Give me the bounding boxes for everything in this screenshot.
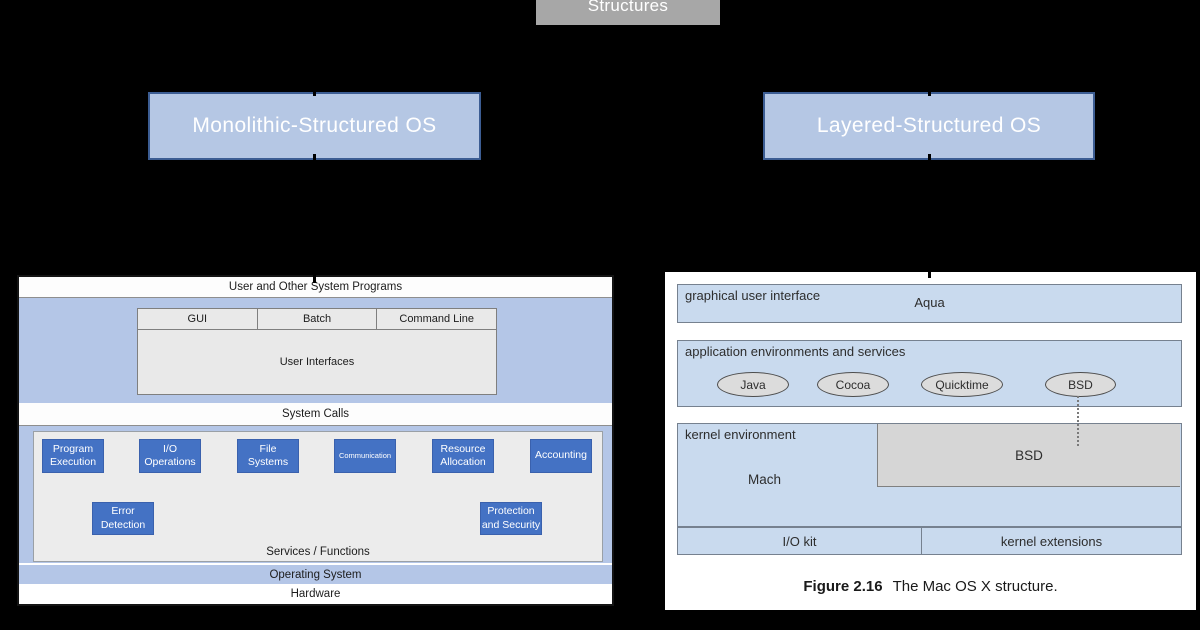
- monolithic-os-diagram: User and Other System Programs GUI Batch…: [17, 275, 614, 606]
- gui-layer-label: graphical user interface: [685, 288, 821, 303]
- structures-title-label: Structures: [587, 0, 669, 15]
- interface-layer-row: GUI Batch Command Line User Interfaces: [19, 298, 612, 403]
- bsd-kernel-box: BSD: [877, 424, 1180, 487]
- connector-structures-down: [626, 25, 629, 59]
- interface-cell-command-line: Command Line: [376, 309, 496, 329]
- user-interfaces-box: GUI Batch Command Line User Interfaces: [137, 308, 497, 395]
- kernel-environment-box: kernel environment Mach BSD: [677, 423, 1182, 527]
- kernel-bottom-row: I/O kit kernel extensions: [677, 527, 1182, 555]
- layered-structured-os-label: Layered-Structured OS: [816, 114, 1042, 137]
- io-kit-cell: I/O kit: [782, 533, 817, 549]
- figure-caption-text: The Mac OS X structure.: [892, 578, 1058, 595]
- service-error-detection: Error Detection: [92, 502, 154, 535]
- monolithic-structured-os-label: Monolithic-Structured OS: [192, 114, 437, 137]
- service-file-systems: File Systems: [237, 439, 299, 473]
- connector-horizontal: [313, 58, 930, 61]
- service-io-operations: I/O Operations: [139, 439, 201, 473]
- interface-cell-batch: Batch: [256, 309, 377, 329]
- hardware-label: Hardware: [290, 588, 341, 600]
- aqua-label: Aqua: [914, 295, 945, 310]
- services-box: Program Execution I/O Operations File Sy…: [33, 431, 603, 562]
- quicktime-ellipse: Quicktime: [921, 372, 1003, 397]
- figure-caption-number: Figure 2.16: [803, 578, 883, 595]
- interface-cells: GUI Batch Command Line: [138, 309, 496, 330]
- user-programs-label: User and Other System Programs: [228, 281, 403, 293]
- connector-monolithic-to-diagram: [313, 154, 316, 283]
- mach-label: Mach: [748, 472, 782, 487]
- connector-to-layered: [928, 58, 931, 96]
- services-layer-row: Program Execution I/O Operations File Sy…: [19, 426, 612, 563]
- connector-layered-to-diagram: [928, 154, 931, 278]
- service-resource-allocation: Resource Allocation: [432, 439, 494, 473]
- kernel-extensions-cell: kernel extensions: [921, 528, 1181, 554]
- kernel-environment-label: kernel environment: [685, 427, 796, 442]
- java-ellipse: Java: [717, 372, 789, 397]
- gui-layer-box: graphical user interface Aqua: [677, 284, 1182, 323]
- service-program-execution: Program Execution: [42, 439, 104, 473]
- service-protection-security: Protection and Security: [480, 502, 542, 535]
- bsd-dotted-connector: [1077, 396, 1079, 446]
- cocoa-ellipse: Cocoa: [817, 372, 889, 397]
- services-functions-label: Services / Functions: [266, 546, 370, 558]
- service-communication: Communication: [334, 439, 396, 473]
- app-environments-label: application environments and services: [685, 344, 906, 359]
- structures-title-box: Structures: [536, 0, 720, 25]
- operating-system-row: Operating System: [19, 565, 612, 584]
- system-calls-label: System Calls: [281, 408, 350, 420]
- system-calls-row: System Calls: [19, 403, 612, 426]
- operating-system-label: Operating System: [269, 568, 362, 581]
- service-accounting: Accounting: [530, 439, 592, 473]
- user-interfaces-label: User Interfaces: [279, 356, 355, 368]
- interface-cell-gui: GUI: [187, 313, 208, 325]
- row-divider: [19, 563, 612, 565]
- monolithic-structured-os-box: Monolithic-Structured OS: [148, 92, 481, 160]
- layered-structured-os-box: Layered-Structured OS: [763, 92, 1095, 160]
- user-programs-row: User and Other System Programs: [19, 277, 612, 298]
- connector-to-monolithic: [313, 58, 316, 96]
- macosx-diagram-panel: graphical user interface Aqua applicatio…: [665, 272, 1196, 610]
- hardware-row: Hardware: [19, 584, 612, 604]
- figure-caption: Figure 2.16 The Mac OS X structure.: [665, 578, 1196, 595]
- bsd-ellipse: BSD: [1045, 372, 1116, 397]
- app-environments-box: application environments and services Ja…: [677, 340, 1182, 407]
